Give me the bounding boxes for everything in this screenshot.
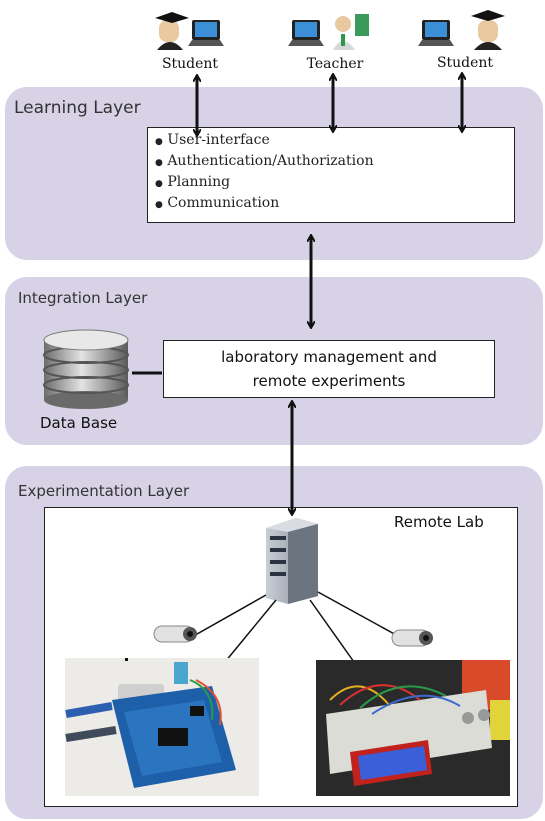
learning-layer-title: Learning Layer — [14, 98, 141, 118]
teacher-icon — [288, 14, 369, 50]
database-icon — [43, 329, 129, 409]
teacher-label: Teacher — [306, 56, 364, 72]
lab-management-text: laboratory management and remote experim… — [163, 345, 495, 393]
link-server-camera-left — [189, 594, 267, 639]
lab-management-line2: remote experiments — [252, 372, 406, 390]
list-item: ● User-interface — [155, 132, 270, 148]
learning-services-box — [147, 127, 515, 223]
learning-item-list: ● User-interface ● Authentication/Author… — [155, 131, 374, 215]
student-label-right: Student — [436, 55, 494, 71]
database-label: Data Base — [40, 414, 118, 432]
arduino-board-image — [65, 658, 259, 796]
integration-layer-title: Integration Layer — [18, 289, 148, 307]
student-label-left: Student — [161, 56, 219, 72]
link-server-breadboard — [309, 599, 355, 663]
experimentation-layer-title: Experimentation Layer — [18, 482, 190, 500]
breadboard-project-image — [316, 660, 510, 796]
camera-icon-right — [391, 629, 433, 647]
camera-icon-left — [153, 625, 197, 643]
link-server-camera-right — [317, 591, 399, 637]
server-icon — [266, 518, 318, 604]
list-item: ● Planning — [155, 174, 231, 190]
list-item: ● Authentication/Authorization — [155, 153, 374, 169]
lab-management-line1: laboratory management and — [221, 348, 437, 366]
student-icon-right — [418, 10, 505, 50]
list-item: ● Communication — [155, 195, 280, 211]
link-server-arduino — [224, 599, 277, 663]
student-icon-left — [155, 12, 224, 50]
remote-lab-label: Remote Lab — [394, 513, 484, 531]
lab-management-box — [163, 340, 495, 398]
